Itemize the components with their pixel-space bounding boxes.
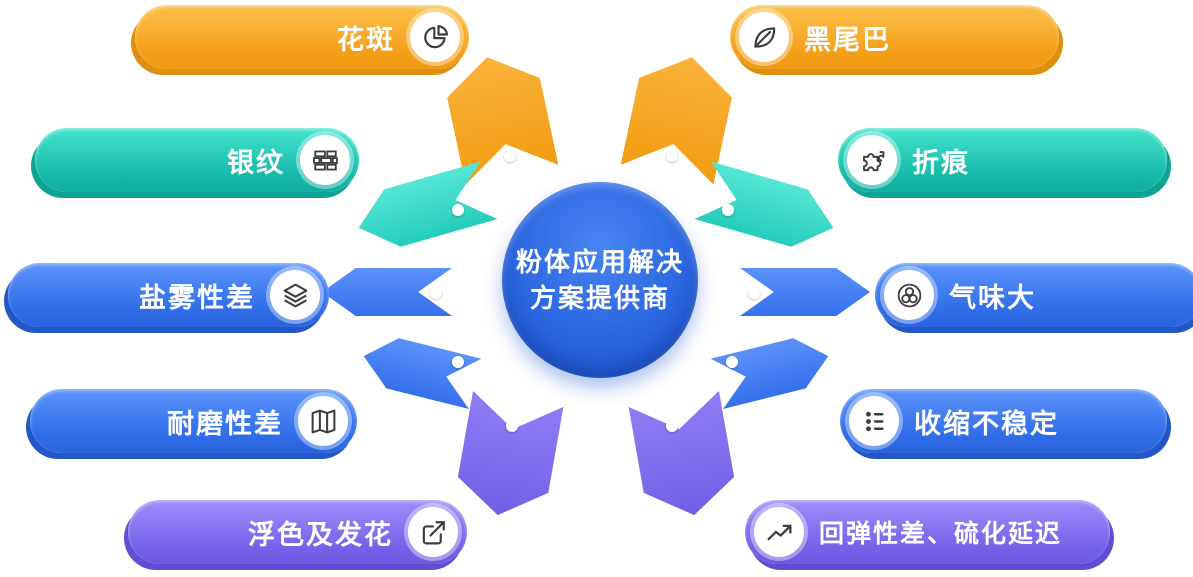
connector-dot bbox=[452, 356, 464, 368]
connector-floating-color bbox=[452, 391, 563, 523]
connector-dot bbox=[430, 287, 442, 299]
pill-label: 花斑 bbox=[337, 24, 395, 55]
pill-shrinkage: 收缩不稳定 bbox=[840, 389, 1167, 453]
connector-dot bbox=[748, 287, 760, 299]
connector-dot bbox=[722, 204, 734, 216]
pill-black-tail: 黑尾巴 bbox=[730, 5, 1059, 69]
pill-mottling: 花斑 bbox=[135, 5, 469, 69]
dots-list-icon bbox=[849, 396, 899, 446]
pill-label: 盐雾性差 bbox=[139, 282, 255, 313]
map-icon bbox=[298, 396, 348, 446]
arrow-box-icon bbox=[408, 507, 458, 557]
connector-silver-streaks bbox=[350, 161, 497, 256]
pill-floating-color: 浮色及发花 bbox=[128, 500, 467, 564]
puzzle-icon bbox=[847, 135, 897, 185]
pill-salt-spray: 盐雾性差 bbox=[8, 263, 329, 327]
pill-label: 黑尾巴 bbox=[804, 24, 891, 55]
pill-rebound: 回弹性差、硫化延迟 bbox=[745, 500, 1110, 564]
connector-black-tail bbox=[621, 47, 739, 184]
chart-line-icon bbox=[754, 507, 804, 557]
connector-dot bbox=[666, 150, 678, 162]
pill-label: 银纹 bbox=[227, 147, 285, 178]
connector-shrinkage bbox=[710, 331, 834, 409]
connector-crease bbox=[694, 161, 841, 256]
pill-label: 耐磨性差 bbox=[167, 408, 283, 439]
bricks-icon bbox=[300, 135, 350, 185]
pill-silver-streaks: 银纹 bbox=[35, 128, 359, 192]
pill-wear-resistance: 耐磨性差 bbox=[30, 389, 357, 453]
center-title-line2: 方案提供商 bbox=[529, 283, 670, 313]
connector-dot bbox=[504, 150, 516, 162]
pill-label: 气味大 bbox=[949, 282, 1036, 313]
center-title-line1: 粉体应用解决 bbox=[515, 246, 684, 277]
pill-odor: 气味大 bbox=[875, 263, 1193, 327]
layers-icon bbox=[270, 270, 320, 320]
connector-rebound bbox=[628, 391, 739, 523]
pill-label: 折痕 bbox=[912, 147, 970, 178]
bubbles-icon bbox=[884, 270, 934, 320]
connector-wear-resistance bbox=[357, 331, 481, 409]
leaf-icon bbox=[739, 12, 789, 62]
pill-label: 收缩不稳定 bbox=[914, 408, 1059, 439]
connector-mottling bbox=[441, 47, 559, 184]
pill-label: 回弹性差、硫化延迟 bbox=[819, 520, 1063, 548]
connector-dot bbox=[452, 204, 464, 216]
connector-dot bbox=[506, 420, 518, 432]
pill-crease: 折痕 bbox=[838, 128, 1167, 192]
connector-dot bbox=[666, 420, 678, 432]
center-node: 粉体应用解决 方案提供商 bbox=[502, 182, 698, 378]
pill-label: 浮色及发花 bbox=[248, 519, 393, 550]
pie-chart-icon bbox=[410, 12, 460, 62]
connector-dot bbox=[726, 356, 738, 368]
